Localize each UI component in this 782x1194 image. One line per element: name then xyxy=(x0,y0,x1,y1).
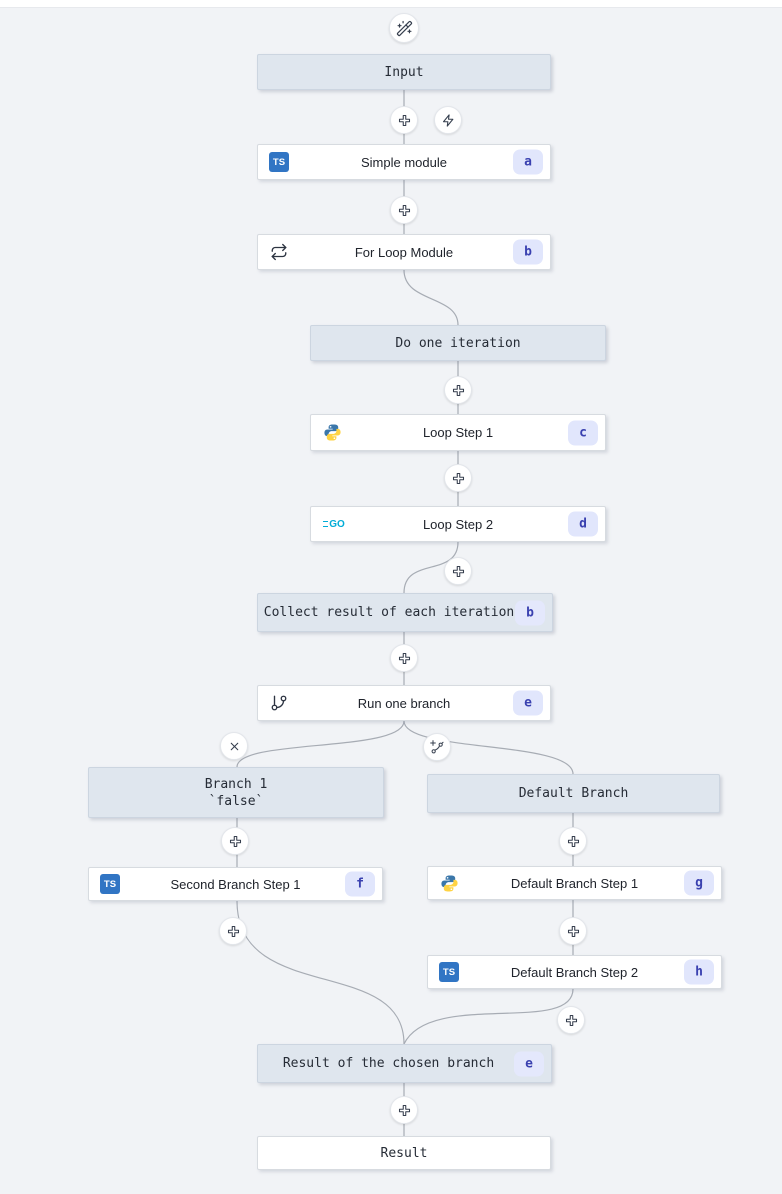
plus-icon xyxy=(228,834,243,849)
step-id-badge: f xyxy=(345,871,375,897)
insert-step-button[interactable] xyxy=(444,557,472,585)
flow-node-second-branch-step-1[interactable]: TS Second Branch Step 1 f xyxy=(88,867,383,901)
flow-node-result-of-chosen-branch[interactable]: Result of the chosen branch e xyxy=(257,1044,552,1083)
step-id-badge: b xyxy=(513,239,543,265)
branch-condition-label: `false` xyxy=(208,793,264,809)
node-label: Second Branch Step 1 xyxy=(170,876,301,892)
node-label: For Loop Module xyxy=(354,244,454,260)
flow-node-collect-result[interactable]: Collect result of each iteration b xyxy=(257,593,553,632)
ai-flow-builder-button[interactable] xyxy=(389,13,419,43)
flow-node-loop-step-2[interactable]: GO Loop Step 2 d xyxy=(310,506,606,542)
plus-icon xyxy=(397,113,412,128)
insert-step-button[interactable] xyxy=(557,1006,585,1034)
plus-icon xyxy=(451,383,466,398)
node-label: Collect result of each iteration xyxy=(263,605,515,620)
add-branch-button[interactable] xyxy=(423,733,451,761)
flow-node-do-one-iteration[interactable]: Do one iteration xyxy=(310,325,606,361)
node-label: Run one branch xyxy=(357,695,451,711)
plus-icon xyxy=(564,1013,579,1028)
flow-node-run-one-branch[interactable]: Run one branch e xyxy=(257,685,551,721)
zap-icon xyxy=(441,113,456,128)
insert-step-button[interactable] xyxy=(444,464,472,492)
insert-step-button[interactable] xyxy=(221,827,249,855)
top-toolbar-edge xyxy=(0,0,782,8)
step-id-badge: d xyxy=(568,511,598,537)
flow-node-result[interactable]: Result xyxy=(257,1136,551,1170)
node-label: Result xyxy=(380,1145,428,1161)
insert-step-button[interactable] xyxy=(390,644,418,672)
node-label: Loop Step 1 xyxy=(422,425,494,440)
git-branch-icon xyxy=(269,693,289,713)
step-id-badge: c xyxy=(568,420,598,445)
node-label: Simple module xyxy=(361,154,447,170)
flow-node-input[interactable]: Input xyxy=(257,54,551,90)
flow-node-loop-step-1[interactable]: Loop Step 1 c xyxy=(310,414,606,451)
python-icon xyxy=(322,423,342,443)
step-id-badge: h xyxy=(684,959,714,985)
plus-icon xyxy=(451,471,466,486)
insert-step-button[interactable] xyxy=(559,827,587,855)
flow-node-branch-1[interactable]: Branch 1 `false` xyxy=(88,767,384,818)
node-label: Default Branch xyxy=(518,786,629,801)
node-label: Input xyxy=(384,64,424,80)
step-id-badge: b xyxy=(515,600,545,625)
node-label: Loop Step 2 xyxy=(422,516,494,532)
plus-icon xyxy=(397,203,412,218)
python-icon xyxy=(439,873,459,893)
insert-step-button[interactable] xyxy=(559,917,587,945)
node-label: Branch 1 xyxy=(204,776,268,792)
plus-icon xyxy=(566,834,581,849)
remove-branch-button[interactable] xyxy=(220,732,248,760)
wand-sparkles-icon xyxy=(396,20,413,37)
node-label: Do one iteration xyxy=(395,335,521,351)
plus-icon xyxy=(397,651,412,666)
flow-node-default-branch-step-2[interactable]: TS Default Branch Step 2 h xyxy=(427,955,722,989)
node-label: Default Branch Step 2 xyxy=(510,964,639,980)
insert-step-button[interactable] xyxy=(390,1096,418,1124)
add-branch-icon xyxy=(429,739,445,755)
step-id-badge: a xyxy=(513,149,543,175)
typescript-icon: TS xyxy=(439,962,459,982)
flow-node-for-loop[interactable]: For Loop Module b xyxy=(257,234,551,270)
go-icon: GO xyxy=(322,514,346,534)
repeat-icon xyxy=(269,242,289,262)
plus-icon xyxy=(226,924,241,939)
plus-icon xyxy=(451,564,466,579)
node-label: Default Branch Step 1 xyxy=(510,875,639,891)
step-id-badge: g xyxy=(684,870,714,896)
add-trigger-button[interactable] xyxy=(434,106,462,134)
flow-node-default-branch[interactable]: Default Branch xyxy=(427,774,720,813)
plus-icon xyxy=(397,1103,412,1118)
insert-step-button[interactable] xyxy=(390,106,418,134)
insert-step-button[interactable] xyxy=(219,917,247,945)
step-id-badge: e xyxy=(513,690,543,716)
node-label: Result of the chosen branch xyxy=(282,1056,495,1071)
typescript-icon: TS xyxy=(269,152,289,172)
flow-node-simple-module[interactable]: TS Simple module a xyxy=(257,144,551,180)
insert-step-button[interactable] xyxy=(444,376,472,404)
close-x-icon xyxy=(228,740,241,753)
insert-step-button[interactable] xyxy=(390,196,418,224)
typescript-icon: TS xyxy=(100,874,120,894)
plus-icon xyxy=(566,924,581,939)
flow-node-default-branch-step-1[interactable]: Default Branch Step 1 g xyxy=(427,866,722,900)
step-id-badge: e xyxy=(514,1051,544,1076)
